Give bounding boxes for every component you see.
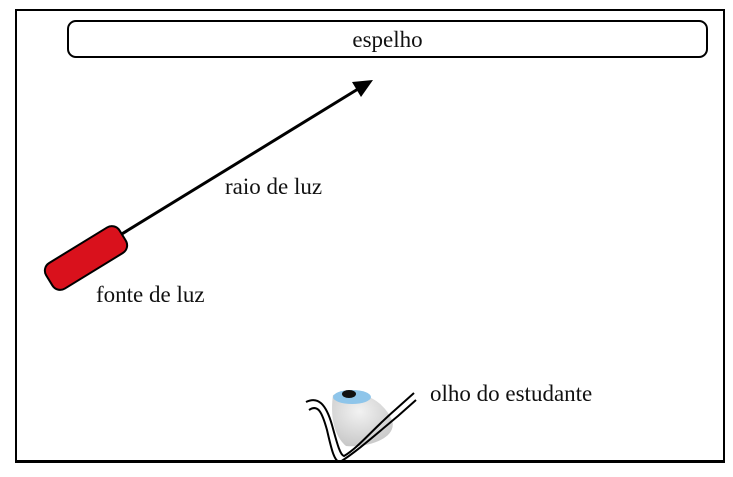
eye-icon (305, 390, 417, 464)
light-ray-arrow (111, 80, 373, 242)
light-source-icon (43, 225, 129, 291)
mirror-label: espelho (352, 26, 423, 52)
light-source-label: fonte de luz (96, 282, 205, 307)
mirror: espelho (67, 20, 708, 58)
diagram-frame (15, 9, 725, 463)
student-eye-label: olho do estudante (430, 381, 593, 406)
light-ray-label: raio de luz (225, 174, 323, 199)
